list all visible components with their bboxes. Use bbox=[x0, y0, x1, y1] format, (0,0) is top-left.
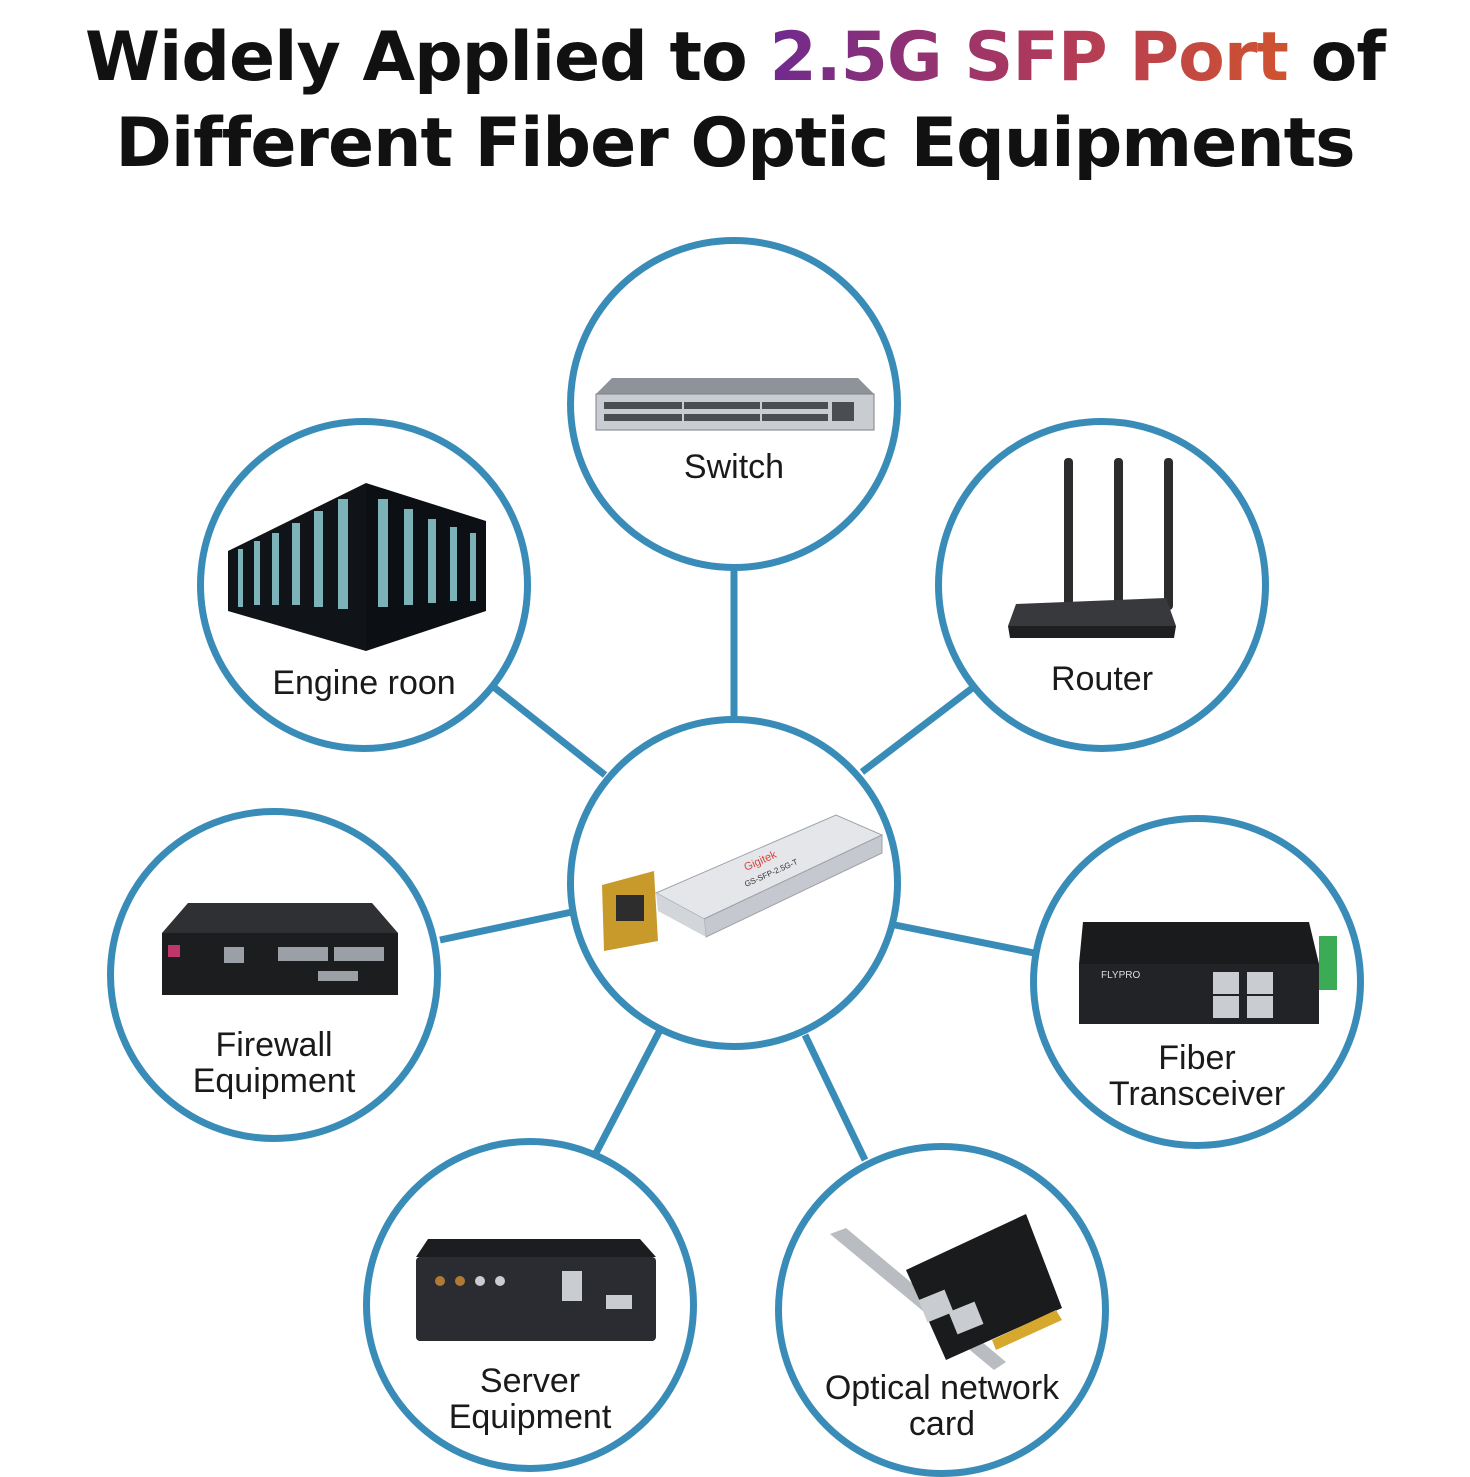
headline-text: Widely Applied to bbox=[85, 18, 748, 97]
headline-highlight: 2.5G SFP Port bbox=[769, 18, 1288, 97]
server-device-icon bbox=[416, 1239, 656, 1341]
sfp-module-icon: Gigitek GS-SFP-2.5G-T bbox=[602, 814, 884, 951]
headline-line-1: Widely Applied to 2.5G SFP Port of bbox=[0, 24, 1470, 92]
node-server: Server Equipment bbox=[363, 1138, 697, 1472]
headline-text-end: of bbox=[1310, 18, 1386, 97]
fiber-transceiver-icon: FLYPRO bbox=[1079, 922, 1337, 1024]
firewall-device-icon bbox=[162, 903, 398, 995]
connector-fiber bbox=[894, 921, 1035, 957]
node-network-card: Optical network card bbox=[775, 1143, 1109, 1477]
connector-server bbox=[591, 1028, 664, 1157]
connector-engine-room bbox=[492, 685, 608, 778]
label-fiber-line2: Transceiver bbox=[1108, 1075, 1286, 1113]
label-switch: Switch bbox=[683, 448, 785, 486]
label-router: Router bbox=[1050, 660, 1154, 698]
label-engine-room: Engine roon bbox=[272, 664, 456, 702]
node-router: Router bbox=[935, 418, 1269, 752]
headline-line-2: Different Fiber Optic Equipments bbox=[115, 104, 1355, 183]
label-nic-line1: Optical network bbox=[824, 1369, 1060, 1407]
router-device-icon bbox=[1008, 458, 1176, 638]
node-firewall: Firewall Equipment bbox=[107, 808, 441, 1142]
label-fiber-line1: Fiber bbox=[1158, 1039, 1236, 1077]
connector-firewall bbox=[439, 908, 573, 944]
node-engine-room: Engine roon bbox=[197, 418, 531, 752]
node-fiber-transceiver: FLYPRO Fiber Transceiver bbox=[1030, 815, 1364, 1149]
network-card-icon bbox=[830, 1214, 1062, 1370]
switch-device-icon bbox=[595, 378, 875, 431]
connector-router bbox=[859, 683, 978, 775]
label-firewall-line2: Equipment bbox=[192, 1062, 356, 1100]
label-server-line1: Server bbox=[479, 1362, 581, 1400]
label-nic-line2: card bbox=[908, 1405, 976, 1443]
server-racks-icon bbox=[228, 483, 486, 651]
node-center-sfp: Gigitek GS-SFP-2.5G-T bbox=[567, 716, 901, 1050]
label-firewall-line1: Firewall bbox=[215, 1026, 333, 1064]
fiber-brand-text: FLYPRO bbox=[1101, 970, 1140, 981]
connector-nic bbox=[801, 1033, 869, 1162]
label-server-line2: Equipment bbox=[448, 1398, 612, 1436]
node-switch: Switch bbox=[567, 237, 901, 571]
